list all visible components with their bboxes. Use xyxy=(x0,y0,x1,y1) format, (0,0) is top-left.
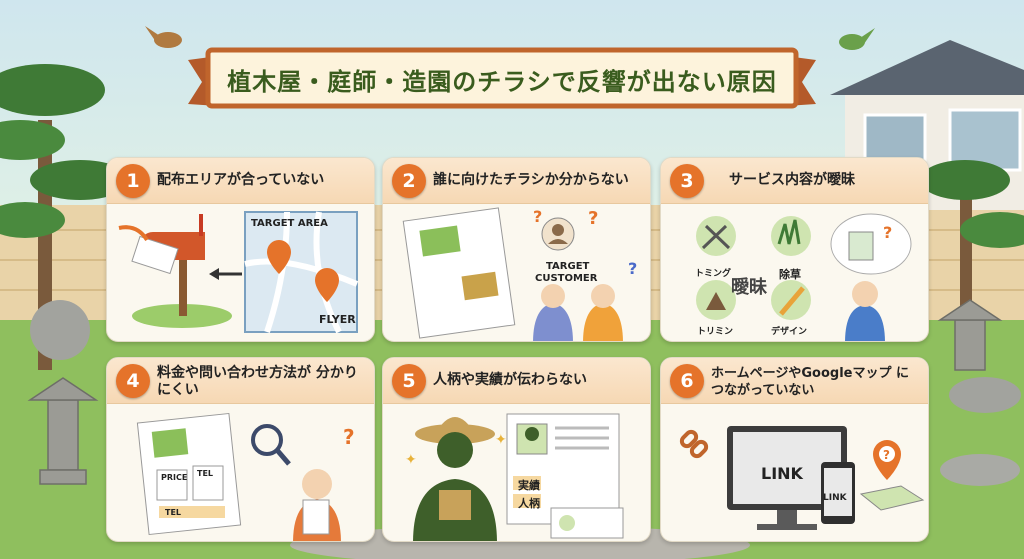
svg-text:?: ? xyxy=(883,448,890,462)
personality-label: 人柄 xyxy=(518,497,540,510)
card-personality-track-record: 5 人柄や実績が伝わらない ✦ ✦ 実績 人柄 xyxy=(382,357,651,542)
card-number: 2 xyxy=(392,164,426,198)
services-illustration: ? xyxy=(696,213,912,341)
customer-label: CUSTOMER xyxy=(535,273,598,284)
service-label-d: デザイン xyxy=(771,327,808,337)
title-banner: 植木屋・庭師・造園のチラシで反響が出ない原因 xyxy=(188,46,816,112)
track-record-label: 実績 xyxy=(518,479,540,492)
tel-label-2: TEL xyxy=(165,508,182,517)
card-title: 料金や問い合わせ方法が 分かりにくい xyxy=(157,365,358,398)
card-header: 3 サービス内容が曖昧 xyxy=(661,158,928,204)
target-area-label: TARGET AREA xyxy=(251,218,328,229)
svg-text:?: ? xyxy=(883,223,892,242)
page-title: 植木屋・庭師・造園のチラシで反響が出ない原因 xyxy=(227,67,777,96)
card-number: 3 xyxy=(670,164,704,198)
card-title: 人柄や実績が伝わらない xyxy=(433,372,587,388)
card-title: ホームページやGoogleマップ につながっていない xyxy=(711,366,909,398)
mailbox-map-illustration xyxy=(118,211,359,334)
card-website-maps-link: 6 ホームページやGoogleマップ につながっていない ? LINK LINK xyxy=(660,357,929,542)
target-label: TARGET xyxy=(546,261,590,272)
card-service-ambiguous: 3 サービス内容が曖昧 ? トミング 除草 曖昧 トリミン デザイン xyxy=(660,157,929,342)
card-distribution-area: 1 配布エリアが合っていない TARGET AREA FLYER xyxy=(106,157,375,342)
card-header: 1 配布エリアが合っていない xyxy=(107,158,374,204)
card-number: 4 xyxy=(116,364,150,398)
card-price-contact: 4 料金や問い合わせ方法が 分かりにくい ? PRICE TEL TEL xyxy=(106,357,375,542)
monitor-link-label: LINK xyxy=(761,464,803,483)
service-label-b: 除草 xyxy=(779,268,801,281)
svg-text:✦: ✦ xyxy=(405,452,417,468)
service-label-a: トミング xyxy=(695,269,732,279)
svg-text:?: ? xyxy=(588,208,598,229)
card-header: 6 ホームページやGoogleマップ につながっていない xyxy=(661,358,928,404)
service-label-c: トリミン xyxy=(697,327,734,337)
card-number: 6 xyxy=(670,364,704,398)
svg-text:✦: ✦ xyxy=(495,432,507,448)
card-number: 1 xyxy=(116,164,150,198)
phone-link-label: LINK xyxy=(823,493,847,503)
flyer-magnifier-illustration: ? xyxy=(136,412,355,541)
flyer-customers-illustration: ? ? ? xyxy=(402,207,637,341)
svg-text:?: ? xyxy=(628,259,637,278)
price-label: PRICE xyxy=(161,473,188,482)
gardener-profile-illustration: ✦ ✦ xyxy=(405,413,624,541)
svg-text:?: ? xyxy=(533,207,542,226)
card-number: 5 xyxy=(392,364,426,398)
card-target-customer: 2 誰に向けたチラシか分からない ? ? ? TARGET CUSTOMER xyxy=(382,157,651,342)
flyer-label: FLYER xyxy=(319,313,356,326)
ambiguous-label: 曖昧 xyxy=(731,277,767,298)
card-title: 配布エリアが合っていない xyxy=(157,172,325,188)
card-title: サービス内容が曖昧 xyxy=(729,172,855,188)
ribbon-shape xyxy=(188,47,816,109)
card-title: 誰に向けたチラシか分からない xyxy=(433,172,629,188)
devices-link-illustration: ? xyxy=(679,426,925,530)
card-header: 2 誰に向けたチラシか分からない xyxy=(383,158,650,204)
tel-label: TEL xyxy=(197,469,214,478)
card-header: 5 人柄や実績が伝わらない xyxy=(383,358,650,404)
card-header: 4 料金や問い合わせ方法が 分かりにくい xyxy=(107,358,374,404)
svg-text:?: ? xyxy=(343,425,355,449)
